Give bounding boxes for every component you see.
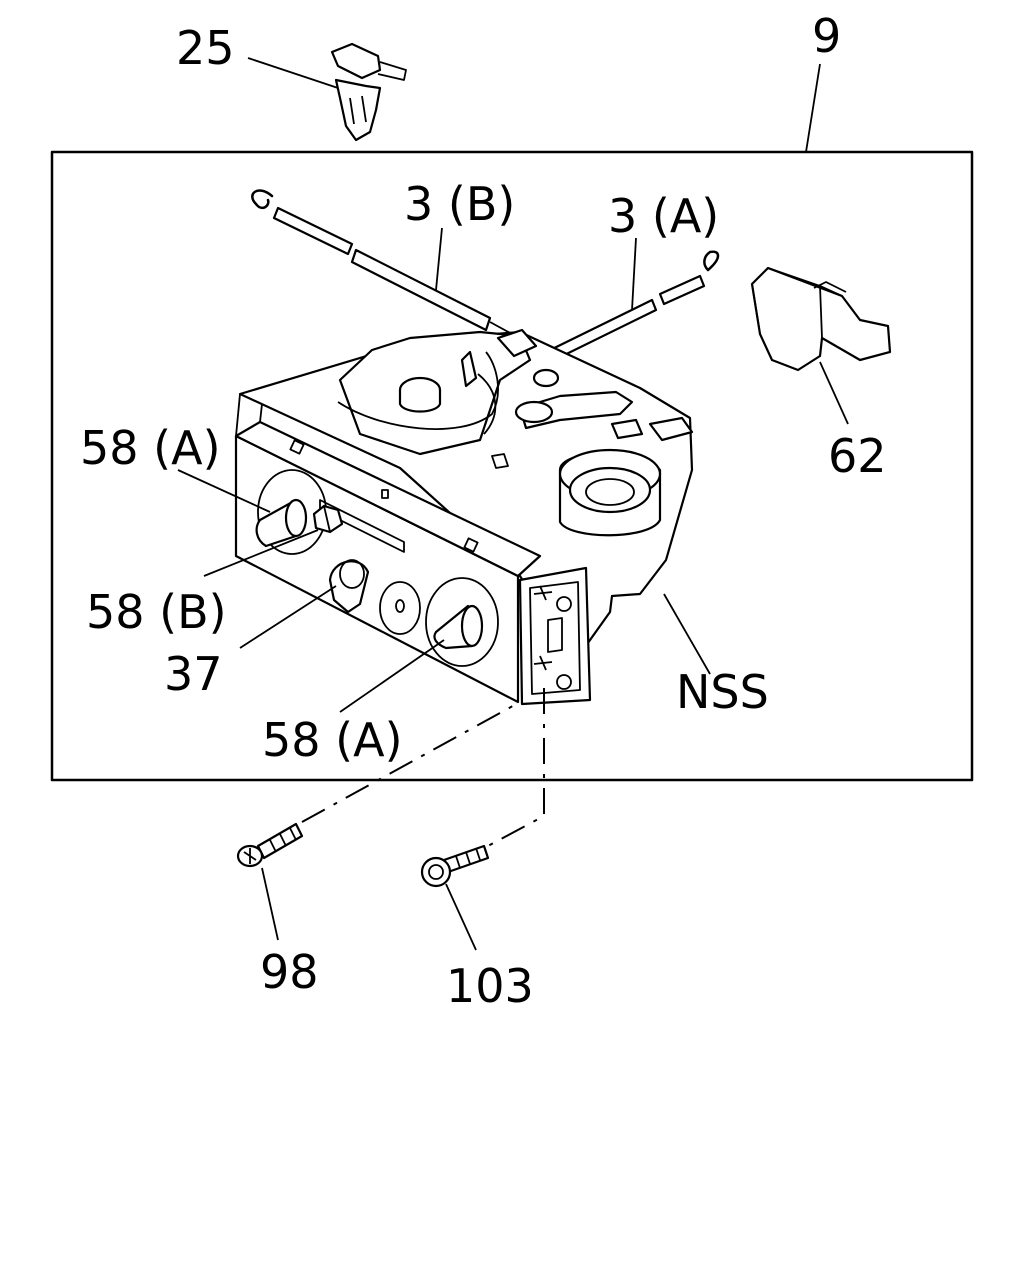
screw-98 [236, 822, 304, 868]
screw-103 [420, 844, 490, 888]
cap-part-62 [750, 266, 892, 372]
alignment-line-98 [301, 701, 521, 823]
cable-3a [536, 250, 720, 368]
callout-62: 62 [828, 429, 887, 483]
assembly-box [50, 150, 974, 782]
callout-58a-bottom: 58 (A) [262, 713, 403, 767]
callout-3a: 3 (A) [608, 189, 719, 243]
clip-part-25 [330, 42, 407, 142]
knob-58b-slider [312, 504, 344, 534]
knob-58a-left [255, 498, 308, 548]
alignment-line-103 [487, 688, 545, 847]
callout-37: 37 [164, 647, 223, 701]
callout-98: 98 [260, 945, 319, 999]
knob-37 [328, 559, 370, 614]
leader-lines [177, 57, 849, 951]
callout-3b: 3 (B) [404, 177, 515, 231]
callout-58b: 58 (B) [86, 585, 227, 639]
callout-58a-top: 58 (A) [80, 421, 221, 475]
callout-103: 103 [446, 959, 534, 1013]
callout-9: 9 [812, 9, 841, 63]
callout-25: 25 [176, 21, 235, 75]
cable-3b [251, 189, 513, 335]
callout-nss: NSS [676, 665, 769, 719]
knob-58a-right [433, 604, 484, 650]
control-unit-body [238, 328, 694, 706]
